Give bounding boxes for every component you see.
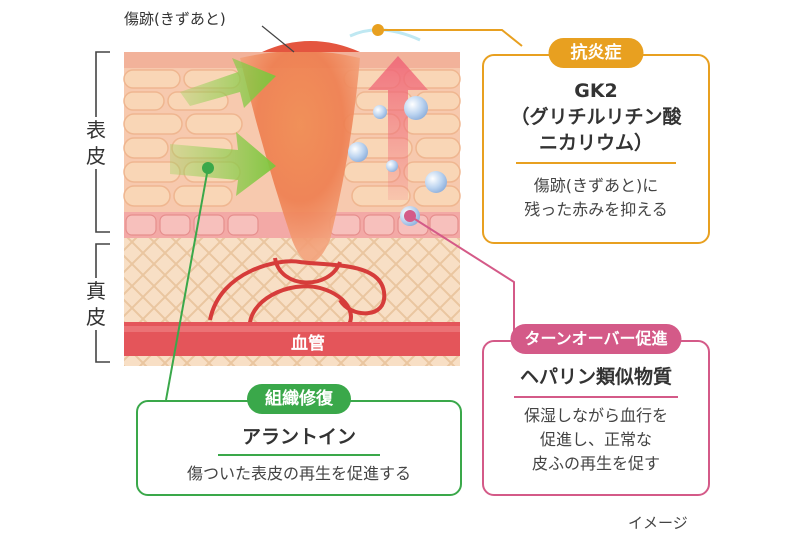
turnover-desc-line1: 保湿しながら血行を <box>523 406 668 425</box>
gk2-name-line1: GK2 <box>574 80 618 102</box>
epidermis-label-char2: 皮 <box>86 144 106 168</box>
wound-area <box>240 51 360 263</box>
tissue-repair-desc: 傷ついた表皮の再生を促進する <box>186 464 411 483</box>
turnover-card: ターンオーバー促進 ヘパリン類似物質 保湿しながら血行を 促進し、正常な 皮ふの… <box>482 324 710 496</box>
gk2-name-line2: （グリチルリチン酸 <box>510 106 682 128</box>
dermis-label-char2: 皮 <box>86 305 106 329</box>
allantoin-name: アラントイン <box>241 426 356 448</box>
anti-inflammatory-desc-line1: 傷跡(きずあと)に <box>533 176 659 195</box>
turnover-desc-line3: 皮ふの再生を促す <box>531 454 660 473</box>
image-note: イメージ <box>628 514 688 532</box>
scar-surface <box>262 41 360 52</box>
cell-rows <box>123 69 461 207</box>
turnover-dot <box>404 210 416 222</box>
turnover-separator <box>514 396 678 398</box>
dermis-label: 真 皮 <box>84 278 108 330</box>
blood-vessel-label: 血管 <box>291 334 325 354</box>
anti-inflammatory-arrow <box>368 56 428 200</box>
anti-inflammatory-separator <box>516 162 676 164</box>
tissue-repair-arrow-upper <box>180 58 276 108</box>
anti-inflammatory-desc-line2: 残った赤みを抑える <box>524 200 668 219</box>
tissue-repair-dot <box>202 162 214 174</box>
turnover-desc-line2: 促進し、正常な <box>539 430 652 449</box>
gk2-name-line3: ニカリウム） <box>538 132 653 154</box>
skin-block <box>123 28 461 366</box>
epidermis-label: 表 皮 <box>84 117 108 169</box>
anti-inflammatory-card: 抗炎症 GK2 （グリチルリチン酸 ニカリウム） 傷跡(きずあと)に 残った赤み… <box>482 38 710 244</box>
tissue-repair-badge: 組織修復 <box>247 384 351 414</box>
tissue-repair-separator <box>218 454 380 456</box>
anti-inflammatory-connector <box>378 29 523 47</box>
tissue-repair-arrow-lower <box>170 132 276 196</box>
tissue-repair-card: 組織修復 アラントイン 傷ついた表皮の再生を促進する <box>136 384 462 496</box>
heparinoid-bubbles <box>348 96 447 226</box>
turnover-connector <box>409 215 515 338</box>
tissue-repair-connector <box>165 167 209 401</box>
turnover-badge: ターンオーバー促進 <box>510 324 682 354</box>
heparinoid-name: ヘパリン類似物質 <box>519 366 672 388</box>
scar-leader-line <box>261 25 295 53</box>
dermis-label-char1: 真 <box>86 279 106 303</box>
epidermis-label-char1: 表 <box>86 118 106 142</box>
gk2-film <box>349 28 421 42</box>
capillary-loops <box>208 257 387 334</box>
scar-label: 傷跡(きずあと) <box>124 10 226 28</box>
anti-inflammatory-dot <box>372 24 384 36</box>
anti-inflammatory-badge: 抗炎症 <box>548 38 644 68</box>
